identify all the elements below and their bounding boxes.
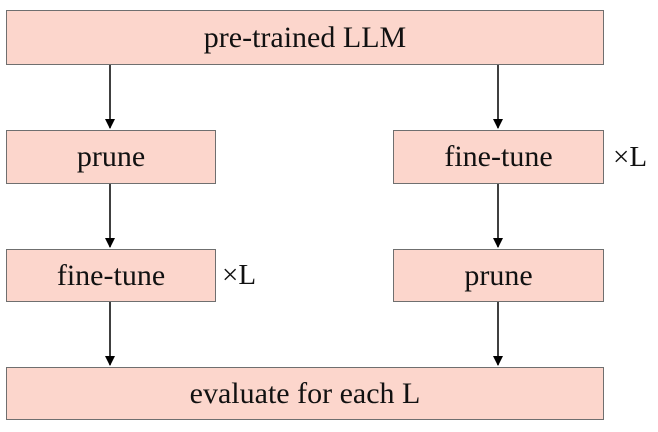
pretrained-llm-box: pre-trained LLM (6, 10, 604, 65)
evaluate-label: evaluate for each L (189, 376, 421, 410)
pretrained-llm-label: pre-trained LLM (203, 20, 407, 54)
left-repeat-label: ×L (222, 259, 257, 291)
right-prune-box: prune (393, 249, 604, 302)
left-finetune-box: fine-tune (6, 249, 216, 302)
left-prune-label: prune (76, 140, 146, 173)
left-prune-box: prune (6, 130, 216, 184)
right-prune-label: prune (464, 258, 533, 292)
right-repeat-label: ×L (613, 141, 648, 173)
evaluate-box: evaluate for each L (6, 367, 604, 420)
left-finetune-label: fine-tune (56, 258, 166, 292)
right-finetune-box: fine-tune (393, 130, 604, 184)
right-finetune-label: fine-tune (444, 140, 553, 173)
